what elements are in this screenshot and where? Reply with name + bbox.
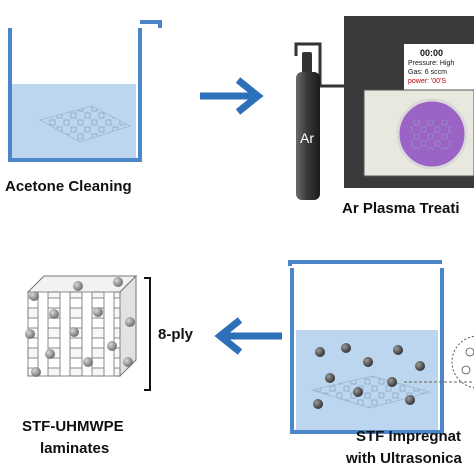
- screen-time: 00:00: [420, 48, 444, 58]
- impregnation-beaker: [288, 260, 474, 434]
- ply-count-label: 8-ply: [158, 326, 194, 343]
- beaker-wall: [8, 28, 142, 162]
- chamber-sample: [410, 120, 452, 150]
- fabric-sample: [38, 105, 132, 143]
- screen-line-2: Gas: 6 sccm: [408, 69, 447, 76]
- screen-line-1: Pressure: High: [408, 60, 455, 67]
- ar-plasma-treatment-label: Ar Plasma Treati: [342, 200, 460, 217]
- control-screen: [404, 44, 474, 90]
- plasma-chamber: [344, 16, 474, 188]
- acetone-beaker: [8, 20, 162, 162]
- screen-line-3: power: '00'S: [408, 78, 447, 85]
- laminate-label-line2: laminates: [40, 440, 110, 457]
- ply-bracket: [144, 277, 151, 391]
- beaker-rim: [140, 20, 162, 28]
- laminate-label-line1: STF-UHMWPE: [22, 418, 124, 435]
- impregnation-label-line2: with Ultrasonica: [346, 450, 462, 467]
- ar-cylinder-label: Ar: [300, 130, 314, 146]
- arrow-right-icon: [200, 77, 264, 115]
- argon-cylinder: [294, 42, 322, 200]
- impregnation-label-line1: STF Impregnat: [356, 428, 462, 445]
- zoom-circle: [451, 335, 474, 389]
- laminate-block: [25, 274, 138, 378]
- immersed-fabric: [310, 375, 432, 409]
- silica-particles: [313, 343, 425, 409]
- arrow-left-icon: [214, 317, 282, 355]
- beaker2-wall: [290, 268, 444, 434]
- acetone-cleaning-label: Acetone Cleaning: [5, 178, 132, 195]
- laminate-particles: [25, 277, 135, 377]
